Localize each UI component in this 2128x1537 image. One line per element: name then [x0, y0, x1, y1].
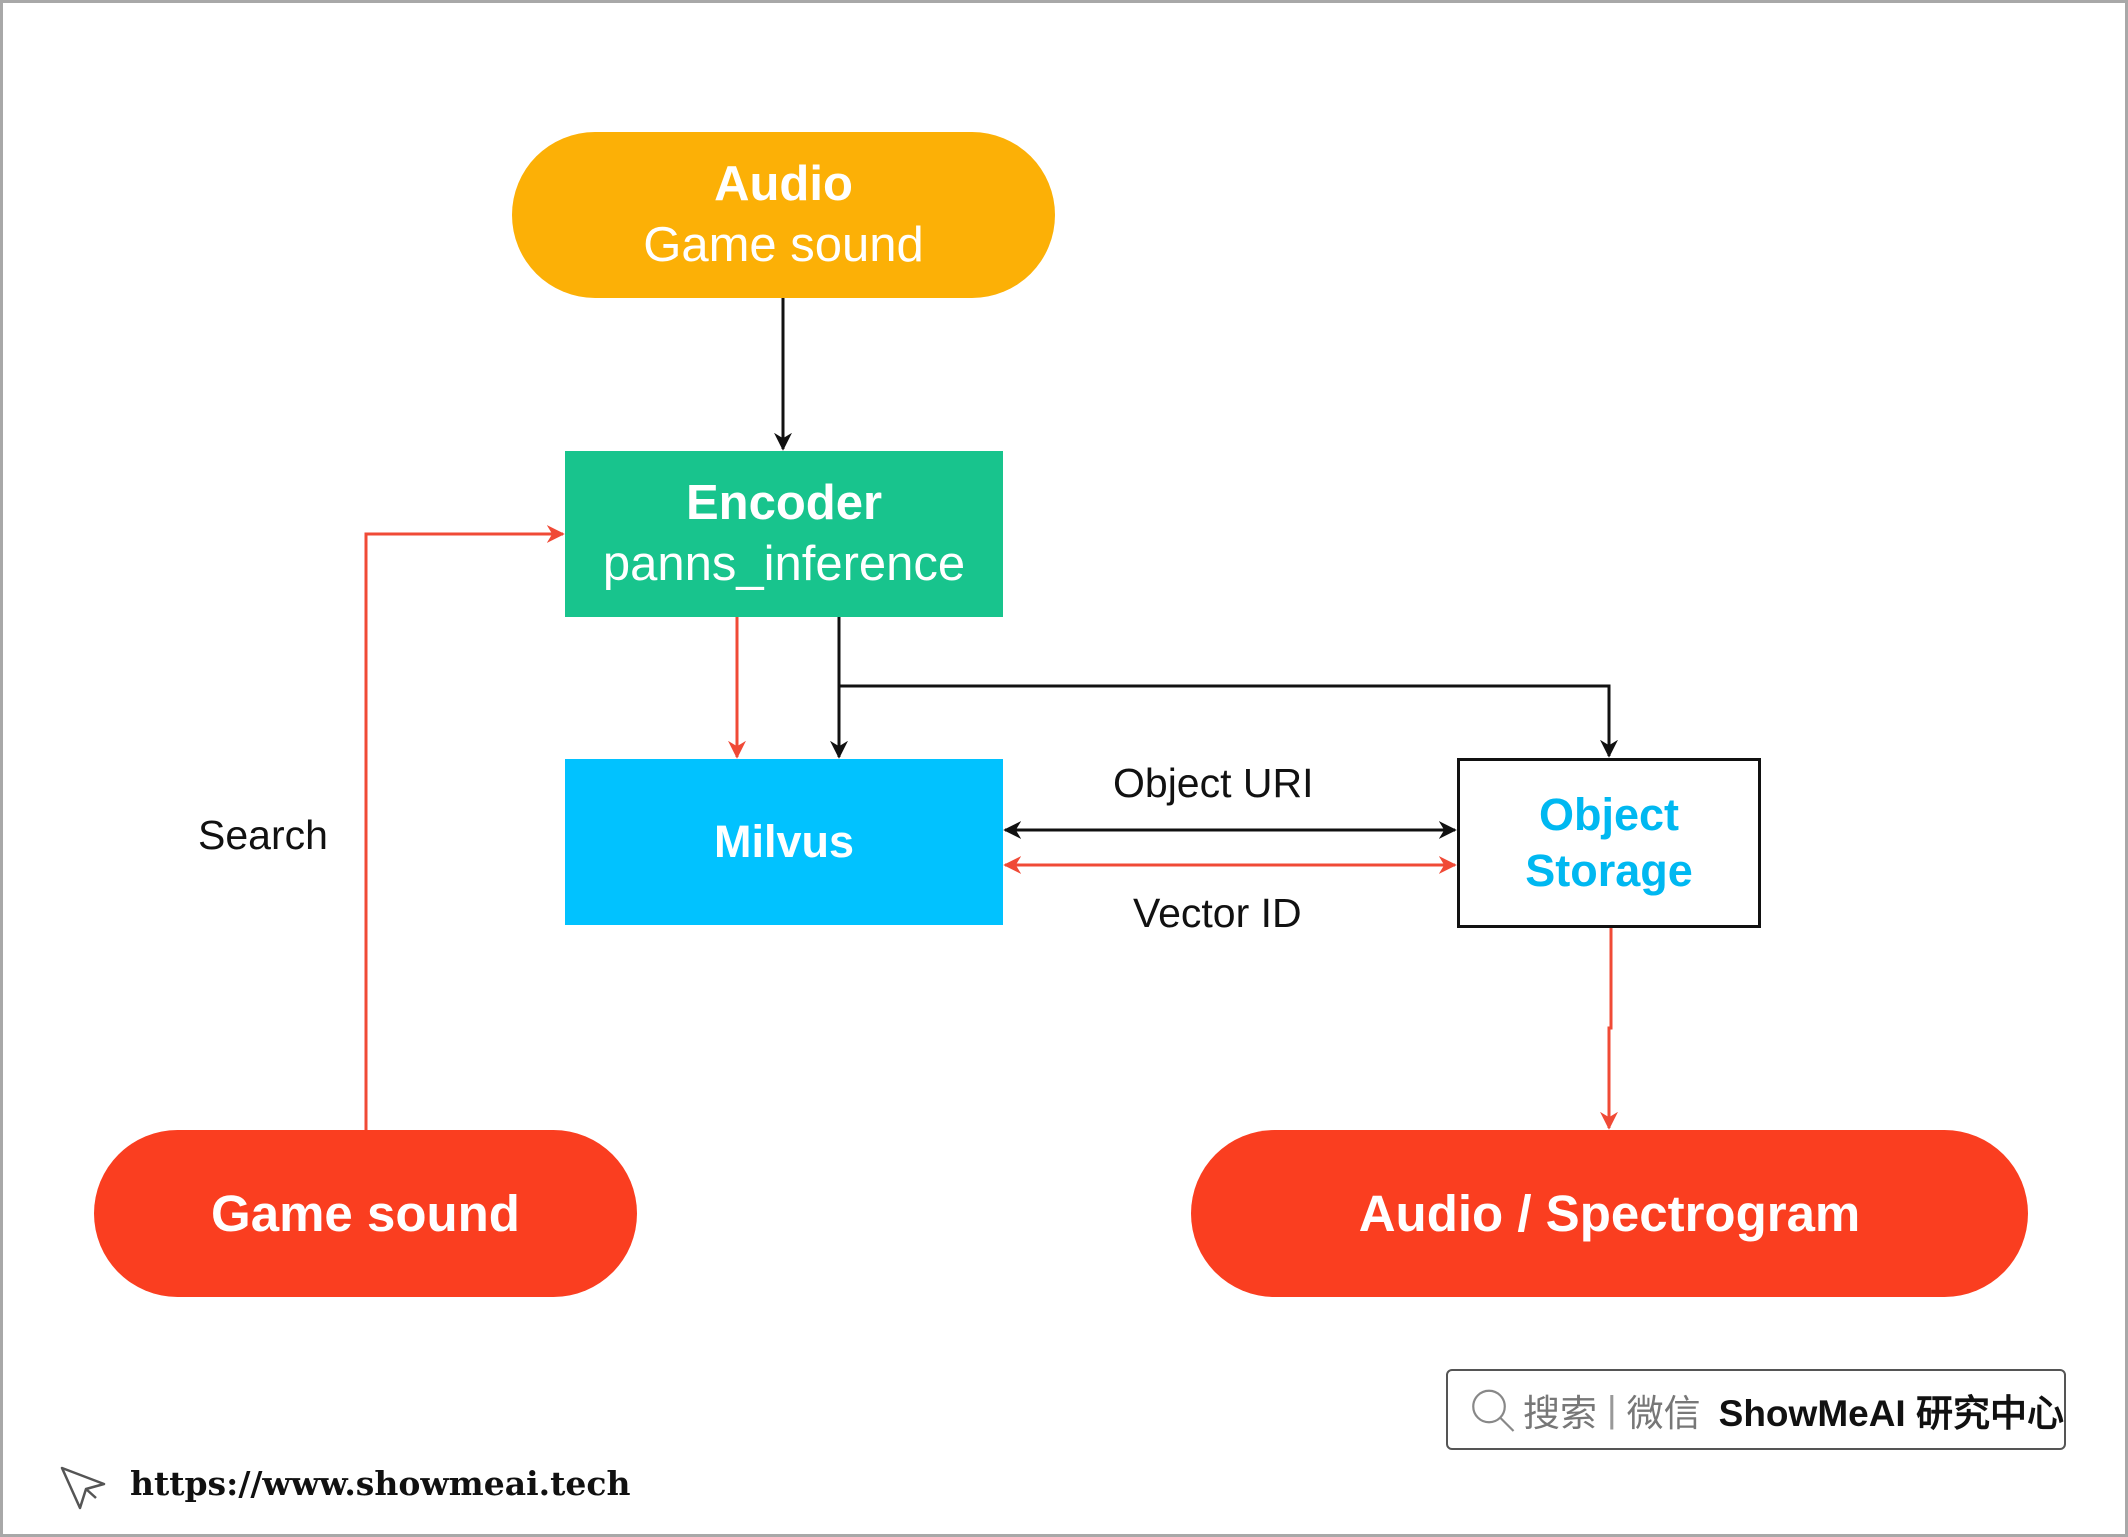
game-sound-title: Game sound: [211, 1184, 520, 1242]
audio-source-node: Audio Game sound: [512, 132, 1055, 298]
vector-id-edge-label: Vector ID: [1133, 890, 1302, 936]
object-uri-edge-label: Object URI: [1113, 760, 1314, 806]
search-icon: [1472, 1389, 1515, 1432]
wechat-search-watermark: 搜索 | 微信 ShowMeAI 研究中心: [1446, 1369, 2066, 1450]
watermark-divider: |: [1607, 1388, 1617, 1430]
object-storage-node: Object Storage: [1457, 758, 1761, 928]
watermark-search-label: 搜索: [1523, 1392, 1598, 1434]
arrow-encoder-to-storage: [839, 684, 1618, 758]
audio-node-title: Audio: [714, 156, 853, 211]
footer-url: https://www.showmeai.tech: [130, 1464, 631, 1503]
game-sound-query-node: Game sound: [94, 1130, 637, 1297]
watermark-wechat-label: 微信: [1626, 1392, 1701, 1434]
search-edge-label: Search: [198, 812, 328, 858]
audio-node-subtitle: Game sound: [643, 218, 924, 272]
encoder-node-title: Encoder: [685, 475, 883, 530]
encoder-node: Encoder panns_inference: [565, 451, 1003, 617]
milvus-node: Milvus: [565, 759, 1003, 925]
milvus-node-title: Milvus: [713, 815, 855, 867]
cursor-icon: [60, 1466, 106, 1510]
object-storage-line2: Storage: [1525, 845, 1693, 896]
audio-spectrogram-result-node: Audio / Spectrogram: [1191, 1130, 2028, 1297]
arrow-game-sound-to-encoder: [364, 525, 565, 1130]
object-storage-line1: Object: [1538, 788, 1680, 840]
arrow-storage-to-result: [1600, 928, 1618, 1130]
watermark-brand: ShowMeAI 研究中心: [1718, 1392, 2064, 1434]
audio-spectrogram-title: Audio / Spectrogram: [1358, 1184, 1861, 1242]
encoder-node-subtitle: panns_inference: [602, 537, 966, 591]
